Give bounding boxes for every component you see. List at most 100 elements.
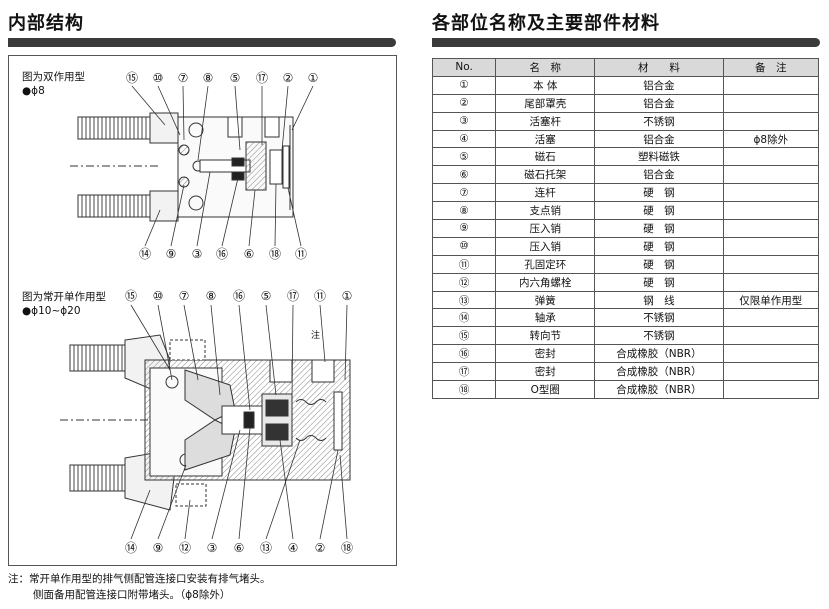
callout-label: ⑯ xyxy=(216,247,228,261)
table-header-row: No. 名 称 材 料 备 注 xyxy=(431,58,820,77)
cell-name: 磁石托架 xyxy=(495,165,596,185)
cell-note: ϕ8除外 xyxy=(722,129,820,149)
title-rule-left xyxy=(8,38,396,47)
cell-note xyxy=(722,326,820,346)
parts-materials-title: 各部位名称及主要部件材料 xyxy=(432,13,660,34)
callout-label: ⑩ xyxy=(153,289,164,303)
figure1-caption-title: 图为双作用型 xyxy=(22,71,85,83)
cell-name: 压入销 xyxy=(495,236,596,256)
callout-label: ⑮ xyxy=(126,71,138,85)
cell-no: ① xyxy=(431,75,497,95)
header-note: 备 注 xyxy=(722,58,820,77)
jaw-upper-knuckle xyxy=(149,112,179,144)
cell-no: ⑯ xyxy=(431,344,497,364)
callout-label: ⑤ xyxy=(230,71,241,85)
cell-material: 不锈钢 xyxy=(594,308,724,328)
jaw-lower-knuckle xyxy=(149,190,179,222)
cell-note xyxy=(722,75,820,95)
cell-note xyxy=(722,147,820,167)
figure2-note-mark: 注 xyxy=(311,329,320,341)
cell-note xyxy=(722,165,820,185)
cell-note xyxy=(722,344,820,364)
cell-no: ④ xyxy=(431,129,497,149)
cell-material: 硬 钢 xyxy=(594,254,724,274)
cell-material: 合成橡胶（NBR） xyxy=(594,380,724,399)
cell-no: ⑫ xyxy=(431,272,497,292)
figure1-leader-lines-bottom xyxy=(144,171,302,247)
cell-material: 不锈钢 xyxy=(594,111,724,131)
figure1-caption-size: ●ϕ8 xyxy=(22,85,45,97)
cell-name: 转向节 xyxy=(495,326,596,346)
cell-note xyxy=(722,254,820,274)
cell-material: 硬 钢 xyxy=(594,183,724,203)
callout-label: ① xyxy=(308,71,319,85)
header-material: 材 料 xyxy=(594,58,724,77)
callout-label: ⑩ xyxy=(153,71,164,85)
callout-label: ⑦ xyxy=(178,71,189,85)
cell-name: 密封 xyxy=(495,344,596,364)
cell-note xyxy=(722,272,820,292)
cell-no: ⑨ xyxy=(431,219,497,238)
piston xyxy=(245,141,267,191)
cell-name: 密封 xyxy=(495,362,596,382)
figure2-caption-title: 图为常开单作用型 xyxy=(22,291,106,303)
figure1-drawing xyxy=(70,112,294,222)
callout-label: ⑤ xyxy=(261,289,272,303)
callout-label: ⑱ xyxy=(269,247,281,261)
spring xyxy=(295,399,327,441)
cell-note xyxy=(722,111,820,131)
cell-material: 铝合金 xyxy=(594,165,724,185)
cell-no: ⑥ xyxy=(431,165,497,185)
cell-no: ⑤ xyxy=(431,147,497,167)
cell-name: O型圈 xyxy=(495,380,596,399)
cell-name: 连杆 xyxy=(495,183,596,203)
callout-label: ⑭ xyxy=(125,541,137,555)
header-name: 名 称 xyxy=(495,58,596,77)
cell-material: 不锈钢 xyxy=(594,326,724,346)
jaw-upper-rod-2 xyxy=(69,344,126,372)
cell-no: ⑮ xyxy=(431,326,497,346)
cell-note xyxy=(722,201,820,221)
callout-label: ② xyxy=(283,71,294,85)
cell-no: ② xyxy=(431,93,497,113)
cell-note xyxy=(722,219,820,238)
cell-name: 本 体 xyxy=(495,75,596,95)
jaw-lower-rod-2 xyxy=(69,464,126,492)
callout-label: ⑥ xyxy=(244,247,255,261)
callout-label: ⑧ xyxy=(206,289,217,303)
callout-label: ⑰ xyxy=(287,289,299,303)
callout-label: ③ xyxy=(192,247,203,261)
title-rule-right xyxy=(432,38,820,47)
jaw-upper-rod xyxy=(77,116,151,140)
callout-label: ⑪ xyxy=(295,247,307,261)
figure1-leader-lines-top xyxy=(131,85,314,161)
cell-note xyxy=(722,380,820,399)
cell-material: 硬 钢 xyxy=(594,272,724,292)
figure2-leader-lines-top xyxy=(130,304,348,411)
callout-label: ④ xyxy=(288,541,299,555)
internal-structure-title: 内部结构 xyxy=(8,13,84,34)
footnote-line2: 侧面备用配管连接口附带堵头。（ϕ8除外） xyxy=(33,589,231,601)
cell-note xyxy=(722,362,820,382)
cell-no: ⑧ xyxy=(431,201,497,221)
cell-material: 铝合金 xyxy=(594,75,724,95)
